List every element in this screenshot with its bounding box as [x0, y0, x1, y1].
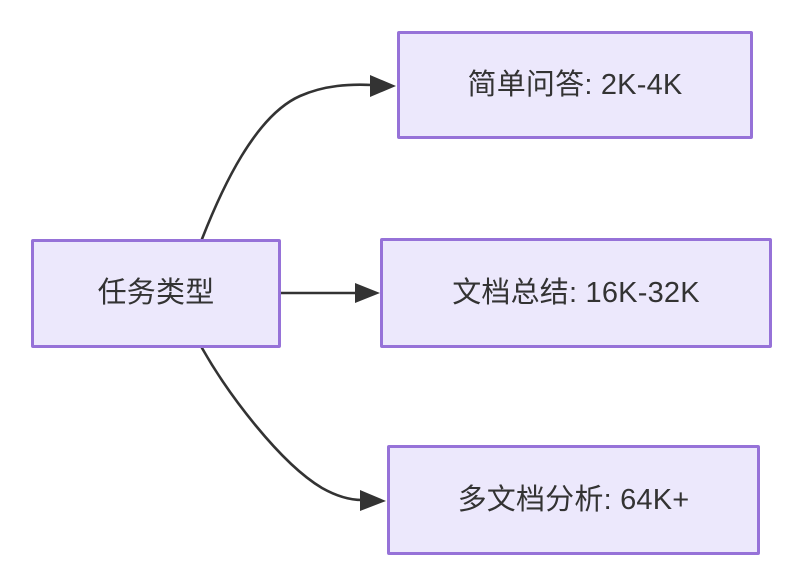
arrowhead-child-1-icon — [355, 283, 380, 303]
node-document-summary[interactable]: 文档总结: 16K-32K — [380, 238, 772, 348]
edge-path-root-to-child-2 — [200, 346, 364, 502]
node-task-type[interactable]: 任务类型 — [31, 239, 281, 348]
edge-root-to-child-1 — [279, 283, 380, 303]
node-simple-qa[interactable]: 简单问答: 2K-4K — [397, 31, 753, 139]
node-multi-document-analysis-label: 多文档分析: 64K+ — [457, 483, 690, 516]
edge-path-root-to-child-0 — [200, 83, 374, 241]
arrowhead-child-0-icon — [370, 75, 396, 97]
node-task-type-label: 任务类型 — [97, 277, 215, 310]
edge-root-to-child-2 — [200, 346, 386, 511]
node-multi-document-analysis[interactable]: 多文档分析: 64K+ — [387, 445, 760, 555]
node-simple-qa-label: 简单问答: 2K-4K — [467, 68, 683, 101]
arrowhead-child-2-icon — [360, 490, 386, 511]
edge-root-to-child-0 — [200, 75, 396, 241]
node-document-summary-label: 文档总结: 16K-32K — [452, 276, 700, 309]
